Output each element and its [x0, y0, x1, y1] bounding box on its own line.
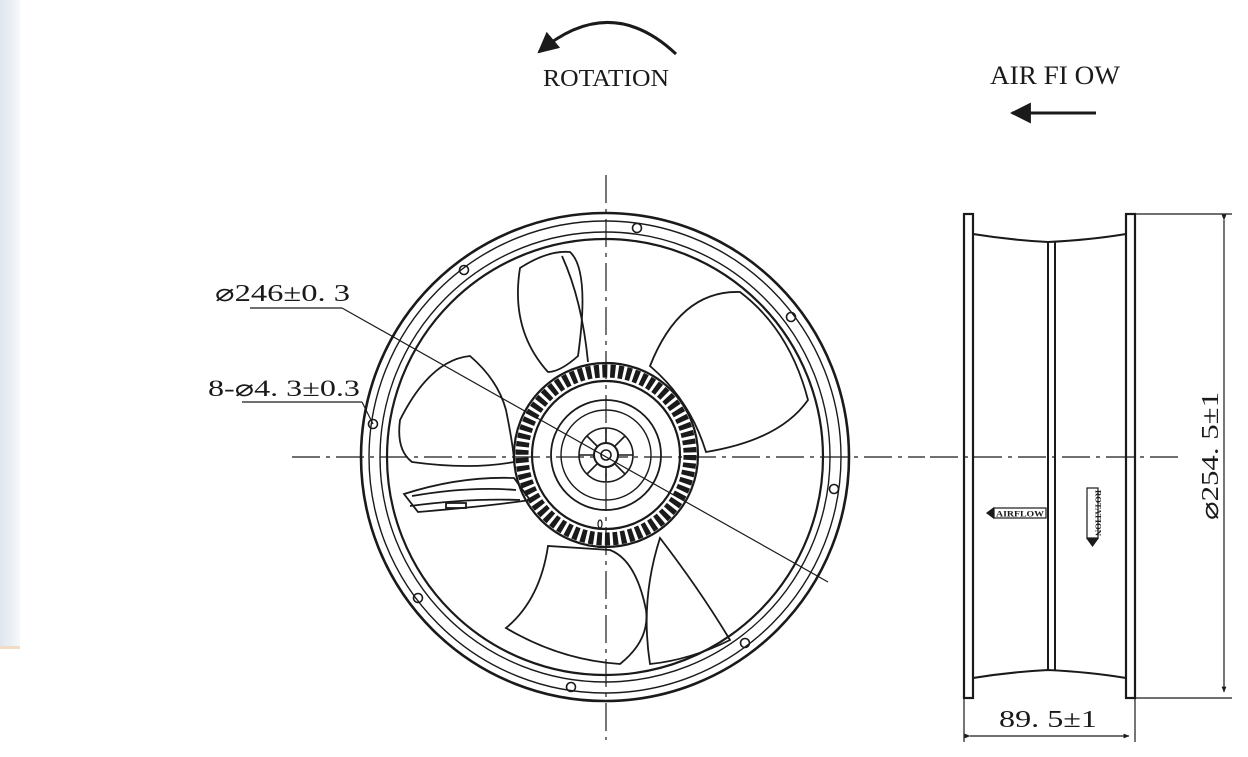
rotor-toothed-ring	[515, 364, 697, 546]
holes-leader-line	[361, 401, 374, 425]
frame-rotation-sticker: ROTATION	[1086, 487, 1103, 547]
hub-mark	[597, 519, 603, 529]
inner-venturi-ring	[385, 237, 825, 677]
front-flange	[962, 212, 975, 700]
hub-spoke-ring	[578, 427, 634, 483]
blade-upper-right	[648, 291, 809, 454]
airflow-indicator: AIR FI OW	[990, 61, 1120, 124]
side-body-bottom	[972, 668, 1127, 679]
hub-ring	[550, 399, 662, 511]
mounting-hole-icon	[565, 681, 577, 693]
window-edge-accent	[0, 646, 20, 649]
rotor-outer-ring	[512, 361, 700, 549]
frame-ring-3	[379, 231, 831, 683]
outer-frame-ring	[359, 211, 851, 703]
rotation-indicator: ROTATION	[537, 21, 678, 92]
mounting-holes-dimension: 8-⌀4. 3±0.3	[208, 376, 360, 401]
fan-side-view	[930, 212, 1232, 742]
mounting-hole-icon	[631, 222, 643, 234]
side-body-top	[972, 233, 1127, 244]
blade-spoke	[561, 255, 589, 363]
mounting-hole-icon	[367, 418, 379, 430]
rotor-inner-ring	[530, 379, 682, 531]
window-edge-strip	[0, 0, 20, 648]
blade-diameter-dimension: ⌀246±0. 3	[215, 281, 350, 307]
frame-rotation-arrow-icon	[1086, 538, 1099, 547]
frame-airflow-sticker: AIRFLOW	[986, 507, 1047, 519]
rotation-label: ROTATION	[543, 66, 669, 92]
blade-upper-left	[517, 250, 584, 373]
blade-left	[398, 355, 515, 467]
mounting-hole-icon	[785, 311, 797, 323]
frame-airflow-label: AIRFLOW	[996, 510, 1044, 519]
fan-front-view	[242, 175, 925, 740]
frame-ring-2	[368, 220, 842, 694]
blade-spoke	[409, 498, 521, 507]
shaft-center	[600, 449, 612, 461]
mounting-hole-icon	[412, 592, 424, 604]
depth-dimension: 89. 5±1	[999, 707, 1097, 733]
blade-bottom	[504, 545, 648, 665]
rear-flange	[1124, 212, 1137, 700]
blade-spoke	[411, 487, 517, 497]
blade-lower-right	[645, 536, 732, 665]
mounting-hole-icon	[739, 637, 751, 649]
mounting-hole-icon	[458, 264, 470, 276]
mounting-holes	[367, 222, 840, 693]
frame-airflow-arrow-icon	[986, 507, 994, 519]
outer-diameter-dimension: ⌀254. 5±1	[1198, 392, 1224, 520]
fan-blades	[398, 250, 809, 665]
rotation-arrow-icon	[537, 21, 678, 56]
blade-clip	[445, 502, 467, 509]
mounting-hole-icon	[828, 483, 840, 495]
airflow-label: AIR FI OW	[990, 61, 1120, 90]
frame-rotation-label: ROTATION	[1094, 490, 1103, 536]
diameter-leader-line	[341, 307, 829, 583]
hub-ring-inner	[560, 409, 652, 501]
shaft-outer	[593, 442, 619, 468]
